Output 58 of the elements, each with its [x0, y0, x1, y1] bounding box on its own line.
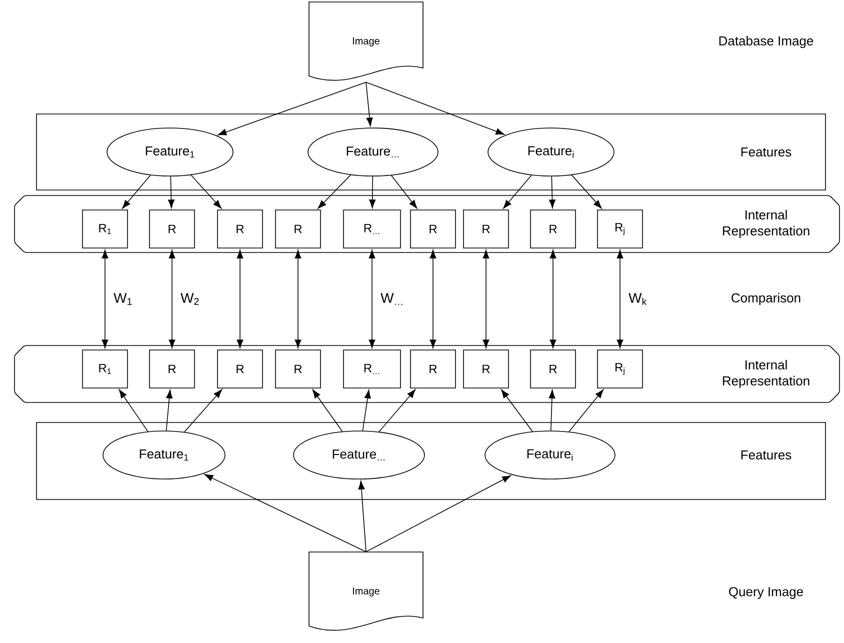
- representation-box: R: [463, 350, 509, 388]
- arrow: [358, 480, 366, 552]
- representation-box: R: [149, 210, 195, 248]
- representation-box: R$_{1}$: [82, 210, 128, 248]
- arrow: [118, 389, 148, 432]
- arrow: [378, 389, 416, 432]
- arrow: [366, 82, 504, 135]
- representation-box: R$_{j}$: [597, 210, 643, 248]
- arrow: [549, 176, 556, 208]
- arrow: [366, 475, 512, 552]
- arrow: [190, 174, 222, 209]
- arrow: [166, 390, 173, 431]
- representation-box: R$_{j}$: [597, 350, 643, 388]
- arrow: [168, 176, 174, 208]
- representation-box: R: [410, 350, 456, 388]
- arrow: [366, 82, 373, 126]
- arrow: [294, 250, 302, 348]
- representation-box: R$_{1}$: [82, 350, 128, 388]
- representation-box: R: [217, 210, 263, 248]
- arrow: [312, 389, 343, 432]
- representation-box: R: [530, 210, 576, 248]
- row-label: Comparison: [732, 292, 800, 306]
- arrow: [184, 389, 222, 432]
- edge-label: W$_{2}$: [180, 293, 199, 305]
- arrow: [236, 250, 244, 348]
- representation-box: R: [149, 350, 195, 388]
- arrow: [571, 174, 602, 209]
- edge-label: W$_{…}$: [380, 293, 402, 305]
- row-label: Database Image: [719, 36, 814, 48]
- representation-box: R: [217, 350, 263, 388]
- arrow: [369, 176, 376, 208]
- arrow: [430, 250, 436, 348]
- edge-label: W$_{k}$: [628, 293, 647, 305]
- arrow: [503, 174, 532, 209]
- arrow: [501, 389, 533, 432]
- arrow: [218, 82, 366, 136]
- arrow: [318, 174, 352, 209]
- arrow: [568, 389, 604, 432]
- arrow: [616, 250, 624, 348]
- arrow: [548, 390, 556, 431]
- representation-box: R$_{…}$: [343, 210, 401, 248]
- arrow: [168, 250, 176, 348]
- row-label: Query Image: [729, 587, 803, 599]
- arrow: [362, 390, 371, 432]
- arrow: [204, 474, 366, 552]
- representation-box: R: [275, 210, 321, 248]
- edge-label: W$_{1}$: [114, 293, 132, 305]
- arrow: [482, 250, 490, 348]
- arrow: [368, 250, 376, 348]
- arrow: [550, 250, 556, 348]
- representation-box: R: [275, 350, 321, 388]
- representation-box: R$_{…}$: [343, 350, 401, 388]
- representation-box: R: [410, 210, 456, 248]
- representation-box: R: [530, 350, 576, 388]
- arrow: [122, 174, 151, 209]
- arrow: [102, 250, 108, 348]
- arrow: [390, 175, 418, 209]
- representation-box: R: [463, 210, 509, 248]
